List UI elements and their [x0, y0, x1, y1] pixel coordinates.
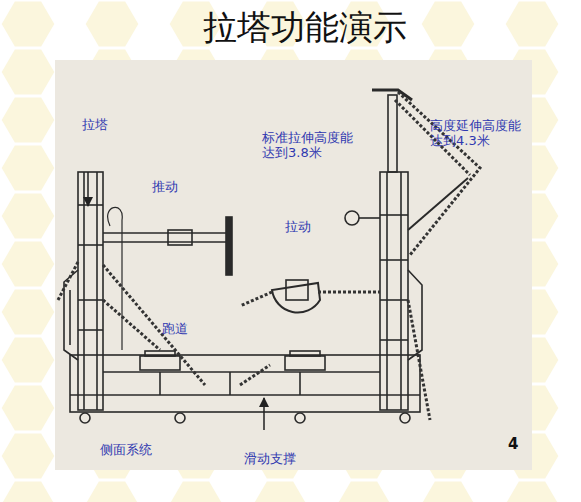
action-label: 拉动 — [285, 220, 311, 235]
height-note: 高度延伸高度能达到4.3米 — [430, 119, 525, 149]
up-arrow — [263, 398, 265, 430]
left-tower — [78, 172, 103, 410]
slide-title: 拉塔功能演示 — [203, 8, 407, 47]
page-number: 4 — [508, 436, 518, 453]
hose — [108, 207, 123, 350]
height-note: 标准拉伸高度能达到3.8米 — [262, 131, 357, 161]
push-plate — [226, 217, 232, 275]
photo-panel — [55, 60, 532, 470]
ram-cylinder — [168, 230, 192, 245]
base-beam — [70, 355, 420, 412]
left-outrigger — [64, 270, 78, 360]
runway-pad — [140, 356, 180, 370]
right-tower — [380, 172, 408, 410]
chains — [58, 92, 480, 420]
down-arrow — [87, 172, 89, 206]
extension-mast — [388, 95, 397, 172]
part-label: 滑动支撑 — [244, 452, 296, 467]
clamp-handle — [345, 211, 359, 225]
pull-clamp — [272, 283, 320, 313]
frame-machine — [64, 90, 468, 423]
part-label: 拉塔 — [82, 118, 108, 133]
part-label: 侧面系统 — [100, 443, 152, 458]
runway-pad — [285, 356, 325, 370]
part-label: 跑道 — [162, 322, 188, 337]
action-label: 推动 — [152, 180, 178, 195]
